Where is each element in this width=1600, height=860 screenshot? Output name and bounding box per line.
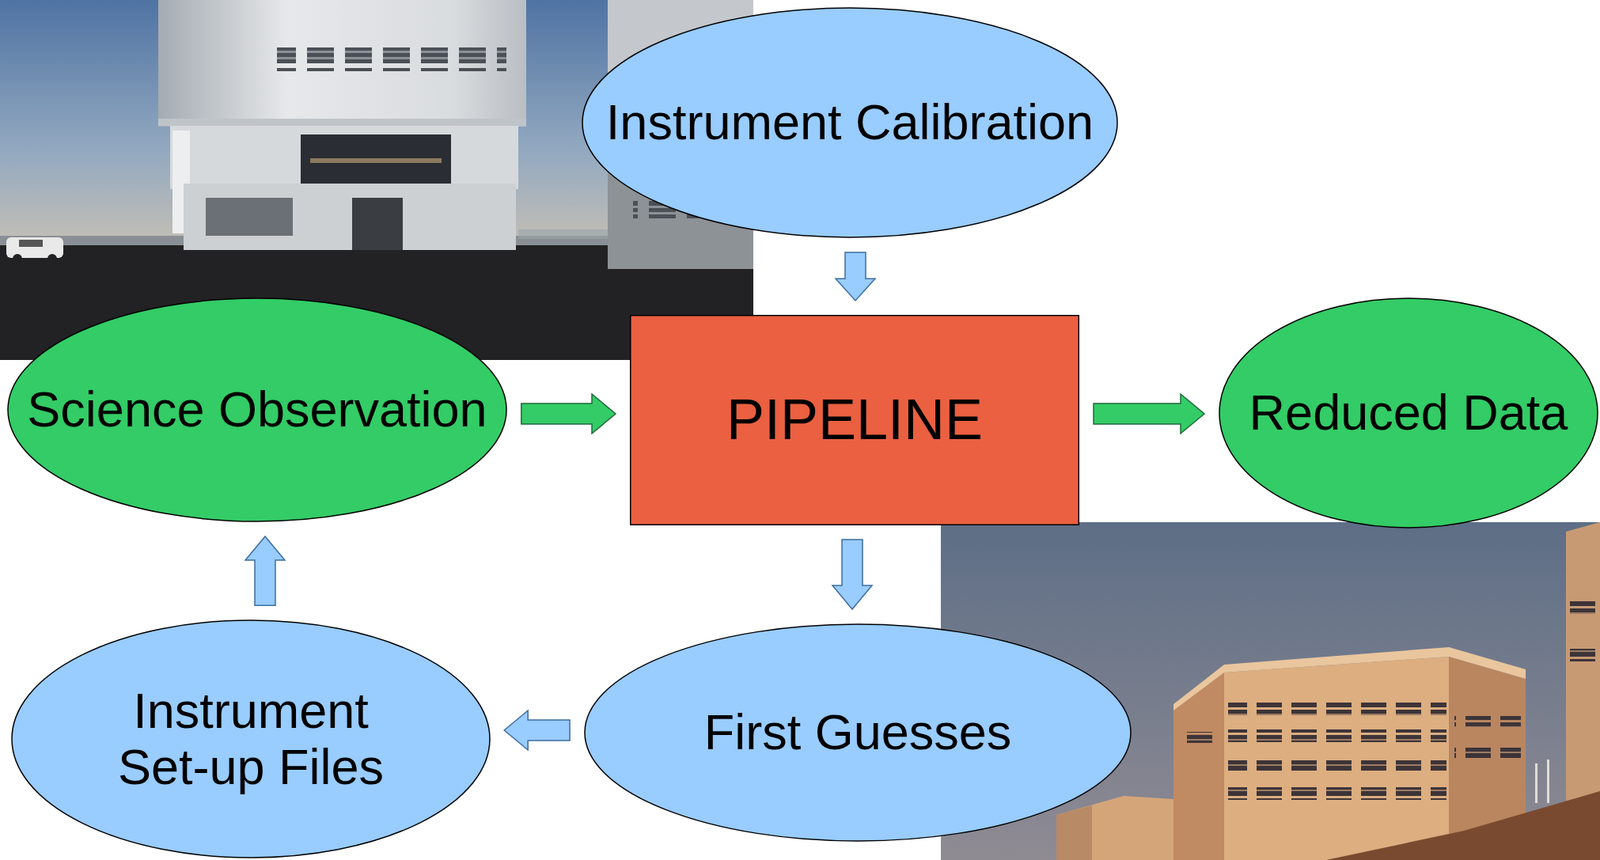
label-holder: Reduced Data (1218, 297, 1599, 529)
node-label: Science Observation (26, 381, 487, 438)
louvres (276, 47, 507, 72)
flow-arrow (835, 252, 876, 301)
flow-arrow (504, 710, 570, 751)
wheel (47, 254, 57, 264)
node-label: Instrument Set-up Files (84, 682, 418, 796)
interior-light (310, 158, 442, 164)
opening (300, 134, 452, 184)
input-ellipse: First Guesses (583, 623, 1132, 842)
mast (1535, 763, 1538, 804)
flow-arrow (1093, 394, 1205, 434)
mast (1546, 759, 1550, 804)
louvres (1569, 648, 1600, 662)
flow-arrow (245, 536, 285, 606)
ellipse-shape (584, 624, 1131, 842)
label-holder: Instrument Set-up Files (11, 619, 491, 859)
louvres (1228, 787, 1447, 800)
car-window (18, 239, 43, 247)
louvres (1228, 702, 1447, 716)
louvres (1454, 747, 1521, 759)
node-label: Instrument Calibration (606, 94, 1094, 151)
enclosure-band (158, 118, 527, 126)
enclosure-rim (1173, 647, 1526, 711)
enclosure-face (1224, 656, 1449, 860)
small-enclosure-face (1056, 805, 1092, 860)
hillside (1326, 791, 1600, 860)
enclosure-body (158, 0, 527, 127)
data-ellipse: Science Observation (7, 297, 508, 523)
ellipse-shape (582, 7, 1118, 238)
louvres (1228, 759, 1447, 773)
node-label: Reduced Data (1249, 384, 1569, 441)
ellipse-shape (7, 298, 507, 522)
label-holder: PIPELINE (629, 314, 1080, 526)
input-ellipse: Instrument Set-up Files (11, 619, 491, 859)
node-label: First Guesses (704, 704, 1013, 761)
ellipse-shape (1219, 298, 1598, 528)
flow-arrow (521, 394, 616, 434)
data-ellipse: Reduced Data (1218, 297, 1599, 529)
louvres (1569, 601, 1600, 615)
enclosure-lower (170, 125, 519, 190)
door (352, 197, 403, 251)
enclosure-base (183, 183, 516, 251)
louvres (1454, 716, 1521, 728)
box-shape (630, 315, 1080, 526)
input-ellipse: Instrument Calibration (581, 7, 1119, 239)
process-box: PIPELINE (629, 314, 1080, 526)
windows (205, 197, 293, 236)
flow-arrow (832, 539, 873, 610)
node-label: PIPELINE (726, 387, 983, 452)
louvres (1228, 729, 1447, 743)
louvres (1179, 731, 1219, 744)
ellipse-shape (11, 620, 490, 858)
small-enclosure (1056, 796, 1174, 860)
wheel (12, 254, 23, 264)
label-holder: Science Observation (7, 297, 508, 523)
label-holder: Instrument Calibration (581, 7, 1119, 239)
label-holder: First Guesses (583, 623, 1132, 842)
